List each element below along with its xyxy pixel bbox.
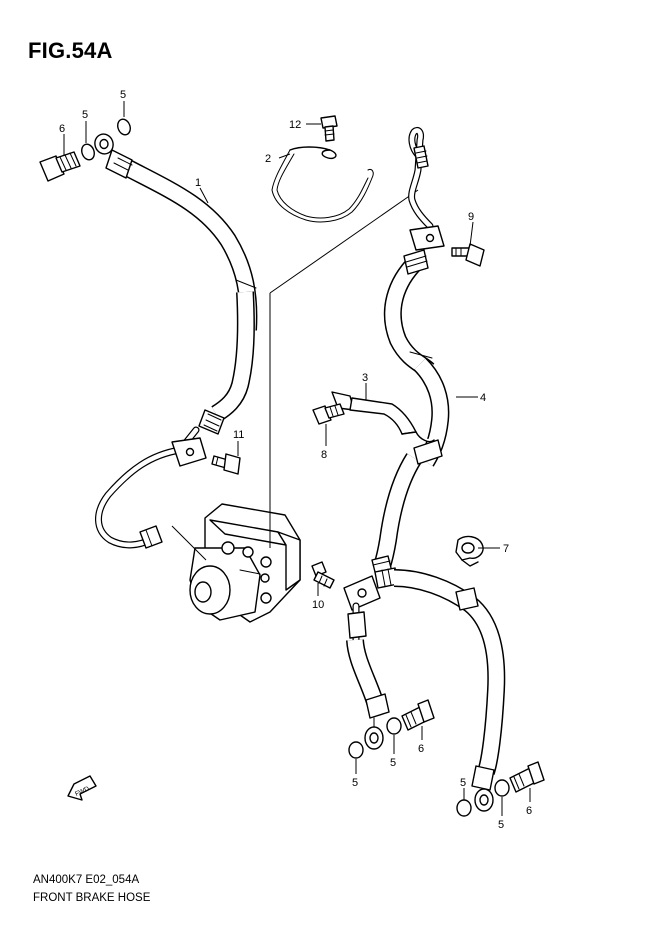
callout-1: 1 xyxy=(195,177,201,189)
hose-clip-7[interactable] xyxy=(455,535,484,567)
bolt-8[interactable] xyxy=(312,403,345,425)
callout-7: 7 xyxy=(503,543,509,555)
callout-5: 5 xyxy=(460,777,466,789)
callout-5: 5 xyxy=(498,819,504,831)
abs-hydraulic-unit xyxy=(189,503,301,623)
washer-5-lower-d[interactable] xyxy=(494,779,510,797)
three-way-joint[interactable] xyxy=(343,567,399,611)
brake-pipe-left[interactable] xyxy=(95,426,207,549)
callout-5: 5 xyxy=(352,777,358,789)
bolt-12[interactable] xyxy=(320,115,338,142)
figure-title: FIG.54A xyxy=(28,38,113,63)
fwd-arrow-icon: FWD xyxy=(67,775,97,801)
brake-pipe-right[interactable] xyxy=(408,126,445,251)
lower-brake-hose-left[interactable] xyxy=(346,602,390,750)
callout-5: 5 xyxy=(82,109,88,121)
callout-5: 5 xyxy=(120,89,126,101)
union-bolt-6-lower-a[interactable] xyxy=(401,699,435,731)
brake-hose-1[interactable] xyxy=(92,132,258,435)
callout-6: 6 xyxy=(418,743,424,755)
callout-12: 12 xyxy=(289,119,301,131)
washer-5-lower-a[interactable] xyxy=(348,741,364,759)
brake-hose-4[interactable] xyxy=(371,249,450,577)
washer-5-lower-c[interactable] xyxy=(456,799,472,817)
hose-clamp-3[interactable] xyxy=(331,391,435,443)
leader-line xyxy=(171,525,207,561)
washer-5-lower-b[interactable] xyxy=(386,717,402,735)
bolt-9[interactable] xyxy=(451,243,485,267)
callout-10: 10 xyxy=(312,599,324,611)
callout-11: 11 xyxy=(233,429,244,441)
washer-5-top-b[interactable] xyxy=(116,117,133,136)
figure-name: FRONT BRAKE HOSE xyxy=(33,892,151,904)
figure-code: AN400K7 E02_054A xyxy=(33,874,140,886)
callout-6: 6 xyxy=(59,123,65,135)
hose-bracket-2[interactable] xyxy=(271,146,374,223)
washer-5-top-a[interactable] xyxy=(80,142,97,161)
union-bolt-6-top[interactable] xyxy=(39,151,81,182)
callout-5: 5 xyxy=(390,757,396,769)
callout-8: 8 xyxy=(321,449,327,461)
callout-3: 3 xyxy=(362,372,368,384)
leader-line xyxy=(269,189,419,294)
callout-9: 9 xyxy=(468,211,474,223)
union-bolt-6-lower-b[interactable] xyxy=(509,761,545,793)
callout-6: 6 xyxy=(526,805,532,817)
callout-2: 2 xyxy=(265,153,271,165)
bolt-10[interactable] xyxy=(311,561,335,589)
bolt-11[interactable] xyxy=(211,453,241,475)
lower-brake-hose-right[interactable] xyxy=(393,569,506,812)
callout-4: 4 xyxy=(480,392,486,404)
